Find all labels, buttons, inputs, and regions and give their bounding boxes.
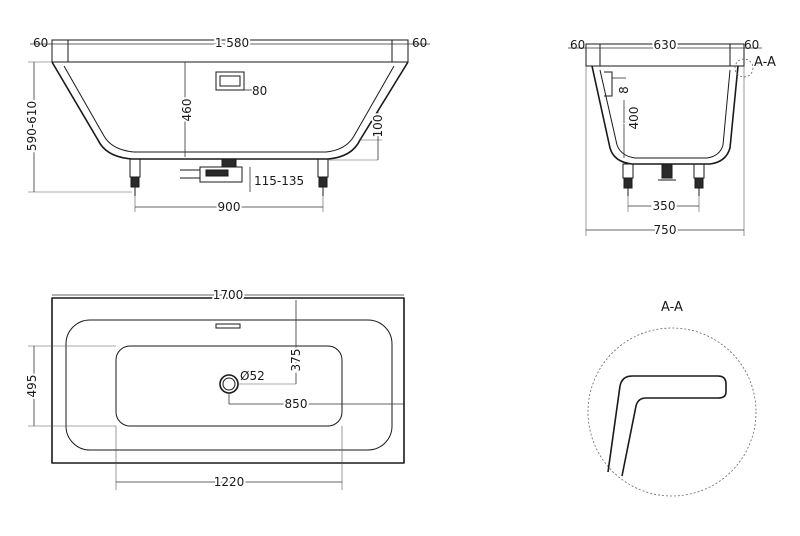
overflow-fitting <box>215 71 245 91</box>
top-dim-drain-diameter: Ø52 <box>240 369 265 383</box>
dim-top-length: 1 580 <box>215 36 249 50</box>
side-section-marker: A-A <box>754 55 776 70</box>
section-marker-circle <box>734 58 754 78</box>
waste-pipe <box>205 169 229 177</box>
side-dim-top-width: 630 <box>654 38 677 52</box>
side-leg-right <box>693 163 705 196</box>
dim-waste-height: 115-135 <box>254 174 304 188</box>
top-outer-frame <box>51 297 405 464</box>
side-dim-rim-right: 60 <box>744 38 759 52</box>
top-dim-drain-offset-y: 375 <box>289 349 303 372</box>
dim-leg-spacing: 900 <box>218 200 241 214</box>
side-dim-depth: 400 <box>627 107 641 130</box>
side-dim-rim-left: 60 <box>570 38 585 52</box>
front-tub-inner <box>63 65 395 153</box>
side-overflow-tube <box>604 71 613 97</box>
top-view: Ø52 375 850 1700 495 1220 <box>23 286 405 491</box>
side-leg-left <box>622 163 634 196</box>
front-leg-left <box>129 158 141 196</box>
waste-trap <box>199 166 243 183</box>
front-rim <box>51 39 409 63</box>
dim-rim-right: 60 <box>412 36 427 50</box>
section-title: A-A <box>661 300 683 315</box>
side-tub-outer <box>591 65 739 165</box>
dim-overflow: 80 <box>252 84 267 98</box>
dim-rim-left: 60 <box>33 36 48 50</box>
dim-leg-height: 100 <box>371 115 385 138</box>
drain-inner <box>222 377 236 391</box>
side-view: 8 400 A-A 60 630 60 350 7 <box>568 36 776 239</box>
dim-total-height: 590-610 <box>25 101 39 151</box>
top-overflow <box>215 323 241 329</box>
top-basin <box>115 345 343 427</box>
front-view: 80 460 60 1 580 60 590-610 <box>23 34 430 216</box>
side-dim-total-width: 750 <box>654 223 677 237</box>
section-detail: A-A <box>587 300 757 497</box>
front-leg-right <box>317 158 329 196</box>
top-rim-inner <box>65 319 393 451</box>
waste-outlet <box>221 158 237 168</box>
top-dim-inner-length: 1220 <box>214 475 245 489</box>
top-dim-drain-offset-x: 850 <box>285 397 308 411</box>
overflow-fitting-inner <box>219 75 241 87</box>
side-dim-small: 8 <box>617 86 631 94</box>
front-tub-outer <box>51 61 409 160</box>
side-tub-inner <box>599 69 731 159</box>
side-rim <box>585 43 745 67</box>
side-waste <box>661 163 673 179</box>
section-detail-circle <box>587 327 757 497</box>
dim-inner-depth: 460 <box>180 99 194 122</box>
side-dim-leg-spacing: 350 <box>653 199 676 213</box>
top-dim-total-length: 1700 <box>213 288 244 302</box>
section-profile <box>607 375 727 477</box>
top-dim-inner-width: 495 <box>25 375 39 398</box>
